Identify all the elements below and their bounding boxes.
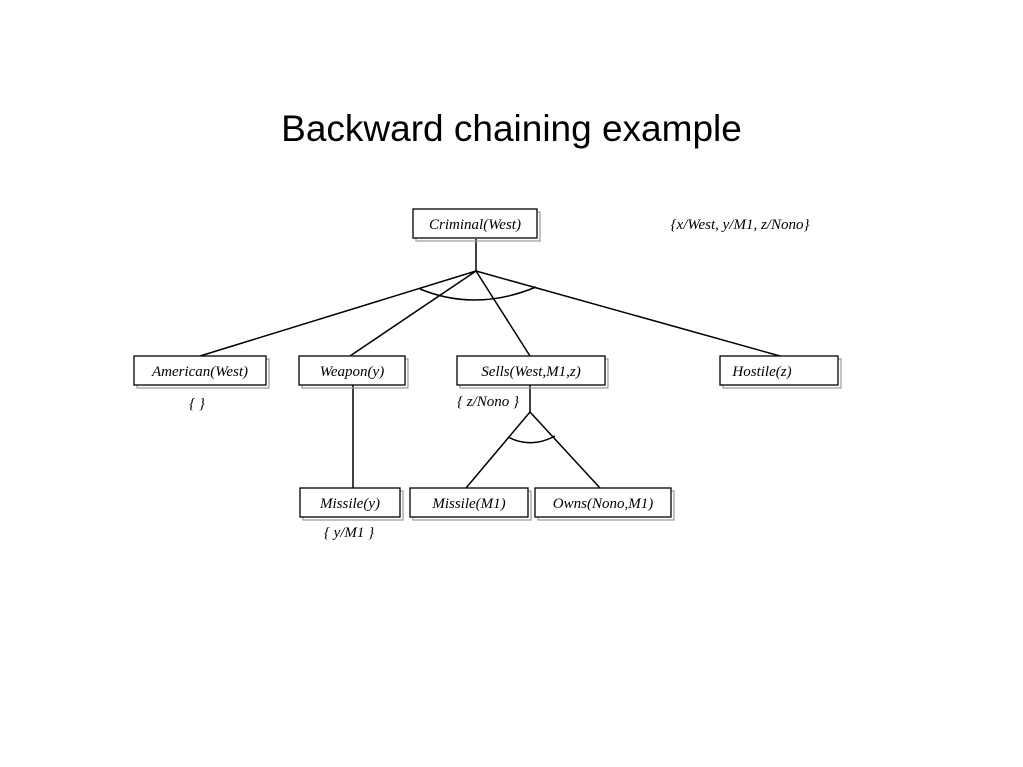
node-criminal-label: Criminal(West) [429, 217, 521, 233]
node-hostile: Hostile(z) [719, 355, 842, 389]
node-sells: Sells(West,M1,z) [456, 355, 609, 389]
slide-title: Backward chaining example [281, 108, 742, 149]
node-owns: Owns(Nono,M1) [534, 487, 675, 521]
node-owns-label: Owns(Nono,M1) [553, 496, 653, 512]
edge-sells-owns [529, 411, 601, 489]
substitution-american: { } [189, 396, 205, 412]
and-arc-sells [507, 435, 556, 444]
node-missile-m1-label: Missile(M1) [431, 496, 505, 512]
node-missile-y: Missile(y) [299, 487, 404, 521]
edge-criminal-american [199, 270, 477, 357]
substitution-sells: { z/Nono } [457, 394, 519, 410]
and-arc-criminal [419, 286, 537, 301]
node-weapon-label: Weapon(y) [320, 364, 384, 380]
node-missile-y-label: Missile(y) [319, 496, 380, 512]
edge-criminal-weapon [349, 270, 477, 357]
edge-criminal-hostile [475, 270, 781, 357]
node-weapon: Weapon(y) [298, 355, 409, 389]
edge-sells-missile [465, 411, 531, 489]
node-sells-label: Sells(West,M1,z) [481, 364, 580, 380]
node-american-label: American(West) [151, 364, 248, 380]
node-missile-m1: Missile(M1) [409, 487, 532, 521]
node-criminal: Criminal(West) [412, 208, 541, 242]
edge-criminal-sells [475, 270, 531, 357]
substitution-top: {x/West, y/M1, z/Nono} [671, 217, 810, 233]
node-american: American(West) [133, 355, 270, 389]
substitution-missile-y: { y/M1 } [324, 525, 374, 541]
edges-lower [352, 385, 601, 489]
edges-criminal [199, 239, 781, 357]
node-hostile-label: Hostile(z) [731, 364, 791, 380]
